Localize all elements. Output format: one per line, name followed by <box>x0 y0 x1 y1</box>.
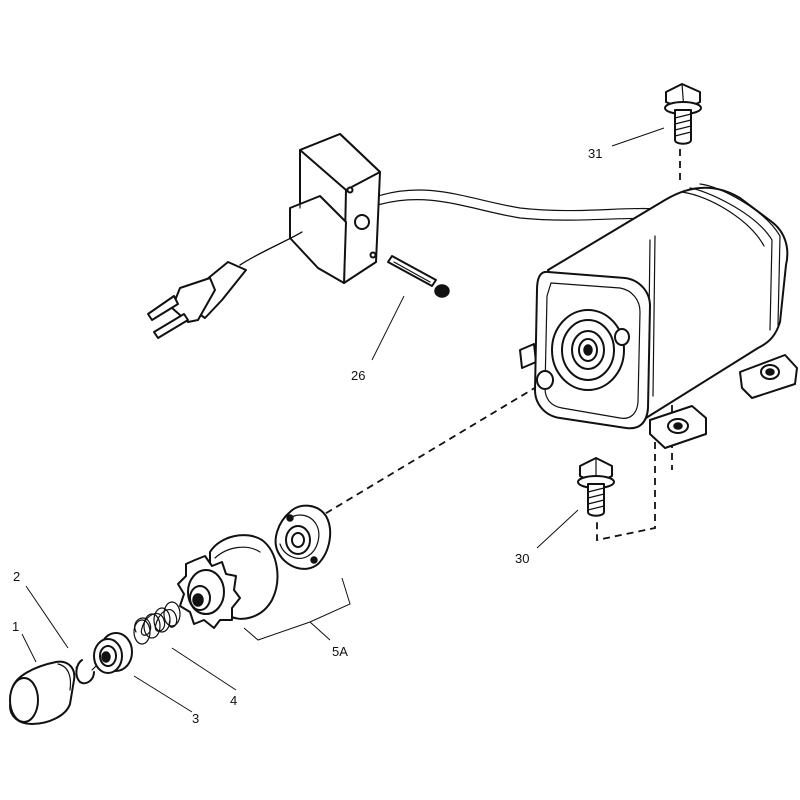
switch-box <box>147 133 450 339</box>
callout-3: 3 <box>192 711 199 726</box>
callout-26: 26 <box>351 368 365 383</box>
callout-1: 1 <box>12 619 19 634</box>
leader-lines <box>21 127 665 713</box>
end-cap <box>9 660 76 725</box>
callout-4: 4 <box>230 693 237 708</box>
power-cord <box>377 189 669 221</box>
callout-labels: 1 2 3 4 5A 26 30 31 <box>12 146 602 726</box>
callout-31: 31 <box>588 146 602 161</box>
motor-housing <box>519 183 798 449</box>
drive-pinion-gear <box>177 534 279 629</box>
retaining-ring <box>75 659 97 685</box>
callout-30: 30 <box>515 551 529 566</box>
bolt-30 <box>577 457 615 517</box>
callout-2: 2 <box>13 569 20 584</box>
spring <box>133 601 181 645</box>
collar <box>93 632 133 674</box>
bolt-31 <box>664 83 702 145</box>
callout-5a: 5A <box>332 644 348 659</box>
drive-flange <box>274 504 332 570</box>
